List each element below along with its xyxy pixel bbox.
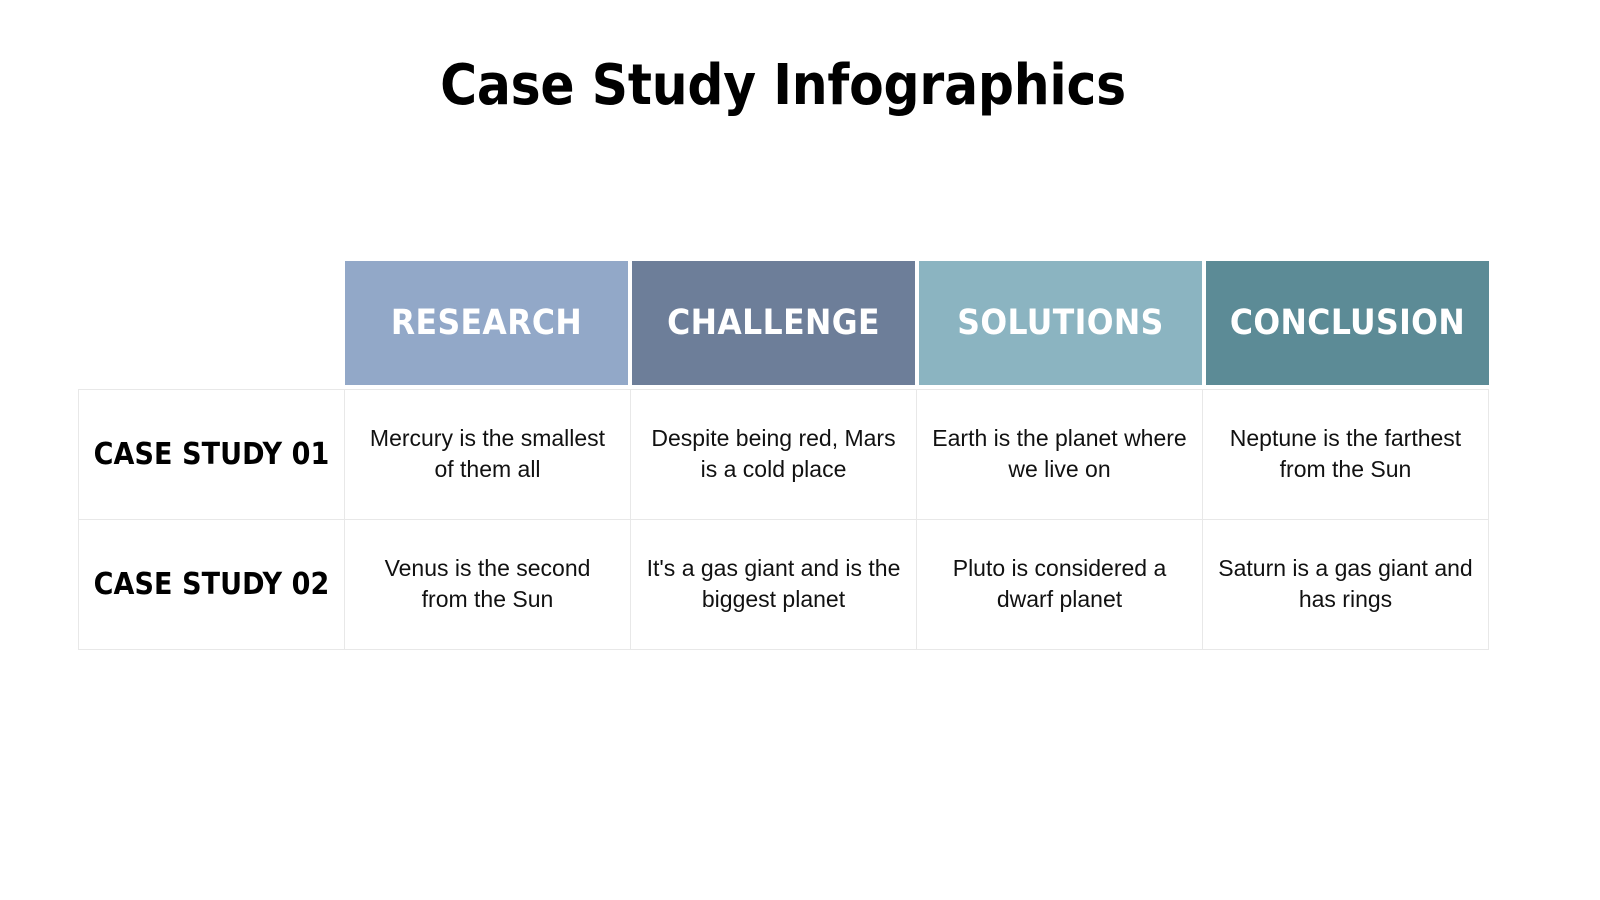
table-row: CASE STUDY 01 Mercury is the smallest of…	[78, 389, 1489, 520]
cell-row2-challenge[interactable]: It's a gas giant and is the biggest plan…	[631, 519, 917, 650]
column-header-conclusion[interactable]: CONCLUSION	[1206, 261, 1489, 385]
cell-text: Mercury is the smallest of them all	[369, 425, 606, 483]
column-header-research[interactable]: RESEARCH	[345, 261, 628, 385]
cell-row2-conclusion[interactable]: Saturn is a gas giant and has rings	[1203, 519, 1489, 650]
cell-text: Neptune is the farthest from the Sun	[1229, 425, 1462, 483]
cell-text: It's a gas giant and is the biggest plan…	[646, 555, 901, 613]
table-header-row: RESEARCH CHALLENGE SOLUTIONS CONCLUSION	[345, 261, 1489, 385]
cell-row1-solutions[interactable]: Earth is the planet where we live on	[917, 389, 1203, 520]
cell-text: Despite being red, Mars is a cold place	[651, 425, 896, 483]
column-header-label: CONCLUSION	[1229, 303, 1466, 343]
cell-text: Pluto is considered a dwarf planet	[952, 555, 1167, 613]
column-header-label: CHALLENGE	[667, 303, 880, 343]
cell-text: Saturn is a gas giant and has rings	[1218, 555, 1473, 613]
table-row: CASE STUDY 02 Venus is the second from t…	[78, 519, 1489, 650]
column-header-challenge[interactable]: CHALLENGE	[632, 261, 915, 385]
cell-row1-challenge[interactable]: Despite being red, Mars is a cold place	[631, 389, 917, 520]
cell-row2-research[interactable]: Venus is the second from the Sun	[345, 519, 631, 650]
row-label-text: CASE STUDY 01	[93, 436, 330, 472]
row-label-case-study-02[interactable]: CASE STUDY 02	[78, 519, 345, 650]
cell-text: Venus is the second from the Sun	[384, 555, 591, 613]
page-title: Case Study Infographics	[440, 53, 1126, 118]
row-label-case-study-01[interactable]: CASE STUDY 01	[78, 389, 345, 520]
cell-row1-conclusion[interactable]: Neptune is the farthest from the Sun	[1203, 389, 1489, 520]
row-label-text: CASE STUDY 02	[93, 566, 330, 602]
cell-row2-solutions[interactable]: Pluto is considered a dwarf planet	[917, 519, 1203, 650]
column-header-label: SOLUTIONS	[957, 303, 1164, 343]
cell-text: Earth is the planet where we live on	[932, 425, 1187, 483]
column-header-solutions[interactable]: SOLUTIONS	[919, 261, 1202, 385]
table-body: CASE STUDY 01 Mercury is the smallest of…	[78, 389, 1489, 650]
cell-row1-research[interactable]: Mercury is the smallest of them all	[345, 389, 631, 520]
column-header-label: RESEARCH	[390, 303, 583, 343]
